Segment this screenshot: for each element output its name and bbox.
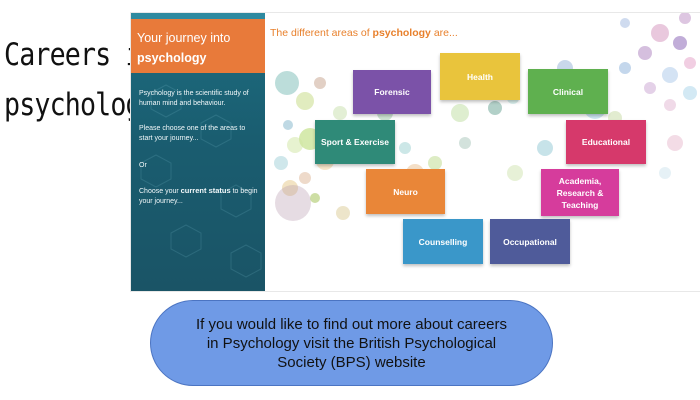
heading-suffix: are...	[430, 27, 458, 39]
sidebar-top-strip	[131, 13, 265, 19]
psychology-definition: Psychology is the scientific study of hu…	[139, 90, 249, 107]
or-text: Or	[139, 162, 147, 169]
slide-title-line-1: Careers in	[4, 37, 157, 73]
heading-prefix: The different areas of	[270, 27, 373, 39]
area-clinical-button[interactable]: Clinical	[528, 69, 608, 114]
area-sport-exercise-button[interactable]: Sport & Exercise	[315, 120, 395, 164]
journey-sidebar: Your journey into psychology Psychology …	[131, 13, 265, 291]
area-health-button[interactable]: Health	[440, 53, 520, 100]
slide-title-line-2: psychology	[4, 87, 157, 123]
area-neuro-button[interactable]: Neuro	[366, 169, 445, 214]
choose-status-prompt: Choose your current status to begin your…	[139, 186, 259, 207]
area-counselling-button[interactable]: Counselling	[403, 219, 483, 264]
hexagon-pattern	[140, 84, 262, 278]
journey-header-box: Your journey into psychology	[131, 19, 265, 73]
bps-info-text: If you would like to find out more about…	[195, 315, 507, 371]
area-forensic-button[interactable]: Forensic	[353, 70, 431, 114]
journey-title-line-2: psychology	[137, 51, 207, 65]
journey-title-line-1: Your journey into	[137, 31, 231, 45]
current-status-link[interactable]: current status	[180, 186, 231, 195]
area-occupational-button[interactable]: Occupational	[490, 219, 570, 264]
choose-area-prompt: Please choose one of the areas to start …	[139, 125, 246, 142]
areas-heading: The different areas of psychology are...	[270, 27, 458, 39]
heading-bold: psychology	[372, 27, 431, 39]
status-suffix: to begin your journey...	[139, 188, 258, 205]
slide-title: Careers in psychology	[4, 30, 157, 130]
area-academia-button[interactable]: Academia, Research & Teaching	[541, 169, 619, 216]
careers-screenshot: Your journey into psychology Psychology …	[131, 13, 700, 291]
area-educational-button[interactable]: Educational	[566, 120, 646, 164]
status-prefix: Choose your	[139, 188, 181, 195]
bps-info-callout[interactable]: If you would like to find out more about…	[150, 300, 553, 386]
